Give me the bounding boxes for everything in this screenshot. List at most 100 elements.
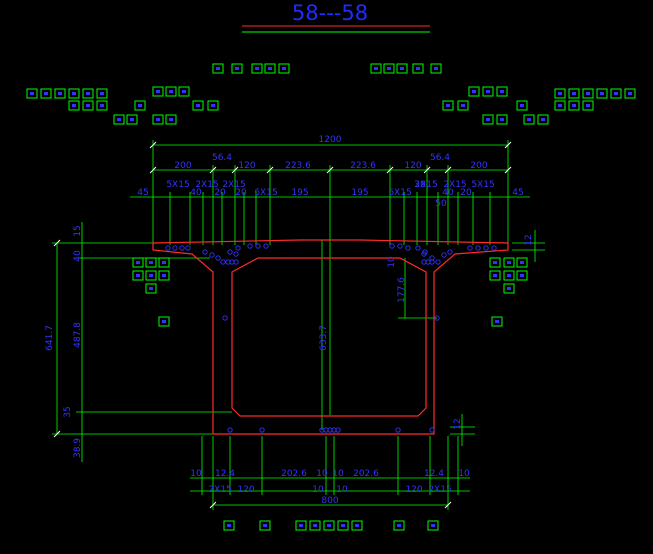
- dim-row3-1: 45: [137, 188, 148, 198]
- dim-bottom-row1-8: 10: [458, 469, 470, 479]
- tendon-box: [212, 63, 224, 74]
- tendon-box-mark: [520, 261, 524, 264]
- tendon-box-mark: [507, 287, 511, 290]
- tendon-point: [467, 245, 473, 251]
- tendon-box: [489, 270, 501, 281]
- tendon-point: [415, 245, 421, 251]
- tendon-box-mark: [136, 261, 140, 264]
- tendon-box-mark: [520, 274, 524, 277]
- tendon-box: [554, 88, 566, 99]
- tendon-box-mark: [130, 118, 134, 121]
- tendon-box-mark: [263, 524, 267, 527]
- dim-center-height: 633.7: [319, 325, 329, 351]
- tendon-point: [227, 427, 233, 433]
- tendon-point: [389, 243, 395, 249]
- tendon-box-mark: [156, 90, 160, 93]
- tendon-box: [231, 63, 243, 74]
- tendon-box-mark: [493, 261, 497, 264]
- tendon-box: [503, 257, 515, 268]
- dim-small-2: 20: [214, 188, 226, 198]
- tendon-box-mark: [149, 261, 153, 264]
- tendon-box-mark: [507, 261, 511, 264]
- tendon-box: [295, 520, 307, 531]
- tendon-box-mark: [558, 92, 562, 95]
- tendon-point: [395, 427, 401, 433]
- dim-row2-6: 120: [404, 161, 421, 171]
- tendon-box: [383, 63, 395, 74]
- tendon-box-mark: [495, 320, 499, 323]
- tendon-point: [165, 245, 171, 251]
- tendon-box: [251, 63, 263, 74]
- tendon-box-mark: [169, 90, 173, 93]
- tendon-box-mark: [558, 104, 562, 107]
- tendon-box: [523, 114, 535, 125]
- tendon-box-mark: [327, 524, 331, 527]
- tendon-box: [624, 88, 636, 99]
- dim-bottom-row1-5: 10: [332, 469, 344, 479]
- dim-row2-2: 56.4: [212, 153, 232, 163]
- tendon-point: [172, 245, 178, 251]
- tendon-box: [503, 270, 515, 281]
- tendon-box-mark: [541, 118, 545, 121]
- tendon-point: [233, 251, 239, 257]
- tendon-point: [447, 249, 453, 255]
- tendon-point: [235, 245, 241, 251]
- box-girder-section: [152, 239, 509, 435]
- dim-row3-5: 6X15: [254, 188, 277, 198]
- tendon-box-mark: [136, 274, 140, 277]
- tendon-box-mark: [341, 524, 345, 527]
- tendon-box-mark: [58, 92, 62, 95]
- tendon-point: [397, 243, 403, 249]
- tendon-box-mark: [493, 274, 497, 277]
- dim-row2-4: 223.6: [285, 161, 311, 171]
- tendon-point: [405, 245, 411, 251]
- tendon-box: [568, 88, 580, 99]
- tendon-box: [165, 86, 177, 97]
- tendon-point: [421, 251, 427, 257]
- tendon-box-mark: [507, 274, 511, 277]
- dim-bottom-row1-2: 12.4: [215, 469, 235, 479]
- dim-row3-2: 5X15: [166, 180, 189, 190]
- tendon-box: [568, 100, 580, 111]
- tendon-box-mark: [500, 118, 504, 121]
- dim-row3-6: 195: [291, 188, 308, 198]
- tendon-box-mark: [211, 104, 215, 107]
- tendon-box: [165, 114, 177, 125]
- dim-bottom-row1-4: 10: [316, 469, 328, 479]
- tendon-box-mark: [500, 90, 504, 93]
- tendon-box: [82, 100, 94, 111]
- tendon-label-boxes: [26, 63, 636, 531]
- dim-bottom-row2-5: 120: [405, 485, 422, 495]
- tendon-box: [158, 316, 170, 327]
- tendon-box: [82, 88, 94, 99]
- tendon-box-mark: [416, 67, 420, 70]
- dim-small-7: 20: [460, 188, 472, 198]
- tendon-box-mark: [313, 524, 317, 527]
- tendon-box-mark: [520, 104, 524, 107]
- tendon-box: [427, 520, 439, 531]
- tendon-box-mark: [100, 104, 104, 107]
- tendon-box: [145, 283, 157, 294]
- tendon-box: [132, 270, 144, 281]
- dim-row3-3: 2X15: [195, 180, 218, 190]
- dim-small-4: 30: [414, 180, 426, 190]
- tendon-box-mark: [30, 92, 34, 95]
- dim-row2-5: 223.6: [350, 161, 376, 171]
- dim-bottom-row1-3: 202.6: [281, 469, 307, 479]
- tendon-point: [429, 259, 435, 265]
- tendon-point: [215, 255, 221, 261]
- tendon-box: [26, 88, 38, 99]
- tendon-point: [220, 259, 226, 265]
- tendon-box: [610, 88, 622, 99]
- tendon-box: [482, 86, 494, 97]
- dim-left-3: 487.8: [73, 322, 83, 348]
- dim-right-bottom: 12: [453, 418, 463, 429]
- tendon-box-mark: [387, 67, 391, 70]
- tendon-box: [278, 63, 290, 74]
- section-title: 58---58: [292, 1, 368, 25]
- tendon-box-mark: [86, 92, 90, 95]
- tendon-box-mark: [446, 104, 450, 107]
- tendon-point: [233, 259, 239, 265]
- tendon-box-mark: [374, 67, 378, 70]
